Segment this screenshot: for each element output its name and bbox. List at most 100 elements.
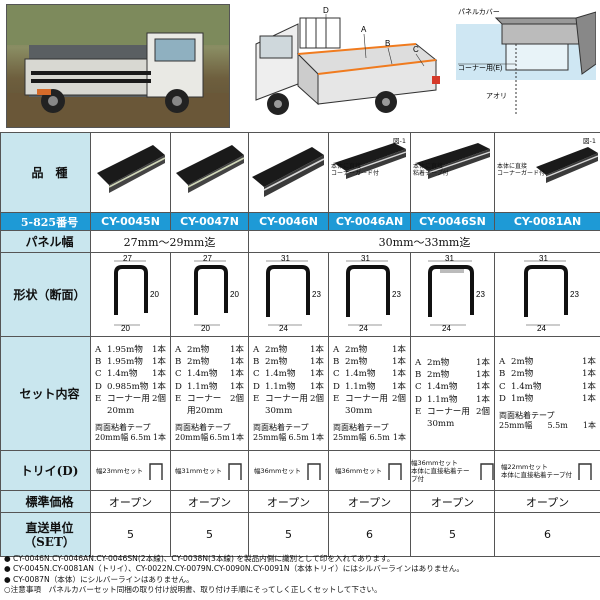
tray-cell: 幅22mmセット 本体に直接粘着テープ付	[494, 450, 600, 491]
tray-label: 幅36mmセット	[335, 466, 382, 475]
set-letter: E	[253, 393, 260, 404]
tray-cell: 幅36mmセット	[328, 450, 411, 491]
set-qty: 1本	[309, 344, 324, 355]
price-cell: オープン	[90, 490, 171, 513]
row-price: 標準価格 オープン オープン オープン オープン オープン オープン	[0, 490, 600, 513]
tape-width: 20mm幅	[95, 433, 129, 443]
header-set-contents: セット内容	[0, 336, 91, 451]
set-qty: 1本	[581, 393, 596, 404]
set-letter: A	[95, 344, 102, 355]
set-letter: B	[175, 357, 182, 368]
header-price: 標準価格	[0, 490, 91, 513]
set-qty: 1本	[309, 357, 324, 368]
label-b: B	[385, 39, 390, 48]
set-letter: B	[333, 357, 340, 368]
set-length: 2m物	[187, 344, 210, 355]
label-a: A	[361, 25, 367, 34]
set-qty: 1本	[229, 344, 244, 355]
label-c: C	[413, 45, 419, 54]
unit-cell: 5	[410, 512, 495, 557]
tape-title: 両面粘着テープ	[175, 423, 231, 433]
row-product: 品 種 本体に直接 コーナーガード付図-1 本体に直接 粘着テープ付 本体に直接…	[0, 132, 600, 213]
dim-side: 23	[476, 290, 485, 299]
tape-length: 5.5m	[547, 420, 568, 430]
tape-title: 両面粘着テープ	[253, 423, 309, 433]
set-qty: 1本	[581, 369, 596, 380]
code-cell: CY-0046N	[248, 212, 329, 231]
set-letter: C	[415, 382, 422, 393]
set-letter: E	[175, 393, 182, 404]
unit-cell: 5	[170, 512, 249, 557]
tray-label: 幅36mmセット 本体に直接粘着テープ付	[411, 458, 470, 483]
set-qty: 1本	[229, 357, 244, 368]
dim-bottom: 24	[359, 324, 368, 333]
tape-qty: 1本	[582, 420, 596, 430]
set-length: コーナー用30mm	[427, 406, 470, 429]
fig-label: 図-1	[393, 137, 406, 145]
set-letter: D	[253, 381, 260, 392]
header-product: 品 種	[0, 132, 91, 213]
set-length: 2m物	[345, 357, 368, 368]
dim-side: 20	[150, 290, 159, 299]
product-image: 本体に直接 コーナーガード付図-1	[328, 132, 411, 213]
set-length: 1.4m物	[345, 369, 376, 380]
set-length: 1.4m物	[265, 369, 296, 380]
tray-label: 幅23mmセット	[96, 466, 143, 475]
tape-width: 20mm幅	[175, 433, 209, 443]
set-length: 1.95m物	[107, 357, 143, 368]
tape-length: 6.5m	[130, 433, 151, 443]
set-qty: 1本	[391, 381, 406, 392]
set-letter: A	[415, 357, 422, 368]
set-qty: 1本	[391, 369, 406, 380]
tape-width: 25mm幅	[253, 433, 287, 443]
set-length: 2m物	[265, 357, 288, 368]
note-2: ● CY-0045N.CY-0081AN（トリイ）、CY-0022N.CY-00…	[4, 564, 464, 574]
tray-clip-icon	[307, 462, 321, 480]
set-length: 2m物	[345, 344, 368, 355]
unit-cell: 5	[90, 512, 171, 557]
set-letter: D	[415, 394, 422, 405]
dim-top: 27	[203, 254, 212, 263]
row-tray: トリイ(D) 幅23mmセット 幅31mmセット 幅36mmセット 幅36mmセ…	[0, 450, 600, 491]
product-image	[90, 132, 171, 213]
label-aori: アオリ	[486, 92, 507, 100]
unit-cell: 5	[248, 512, 329, 557]
dim-side: 23	[570, 290, 579, 299]
tape-title: 両面粘着テープ	[95, 423, 151, 433]
header-panel-width: パネル幅	[0, 230, 91, 253]
set-length: 1.1m物	[427, 394, 458, 405]
set-qty: 1本	[229, 369, 244, 380]
set-letter: C	[175, 369, 182, 380]
set-length: 1.1m物	[345, 381, 376, 392]
header-tray: トリイ(D)	[0, 450, 91, 491]
label-corner: コーナー用(E)	[458, 64, 502, 72]
tape-title: 両面粘着テープ	[499, 410, 555, 420]
